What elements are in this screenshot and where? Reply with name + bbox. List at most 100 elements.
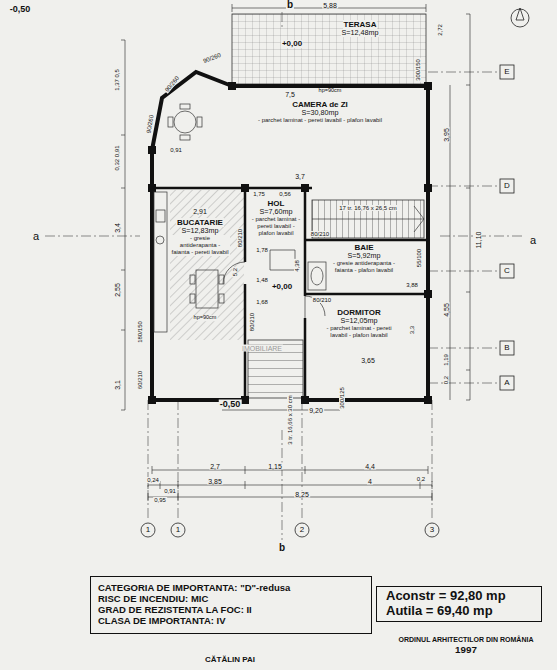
room-text: S=5,92mp [347,252,382,260]
dimension-label: 3,65 [360,357,376,364]
dimension-label: 9,20 [308,407,324,414]
room-text: S=12,48mp [341,29,380,37]
dimension-label: 3 [429,526,435,534]
room-text: Autila = 69,40 mp [385,604,494,619]
dimension-label: 3,7 [294,173,306,180]
dimension-label: 2,72 [437,23,443,37]
dimension-label: 1,75 [252,191,266,197]
bathroom-room: BAIES=5,92mp- gresie antiderapanta - fai… [328,243,400,287]
dimension-label: 3,88 [405,282,419,288]
bedroom-room: DORMITORS=12,05mp- parchet laminat - per… [318,308,400,352]
room-text: S=30,80mp [301,109,340,117]
dimension-label: hp=90cm [193,315,218,321]
dimension-label: 1 [145,526,151,534]
room-text: S=7,60mp [259,208,294,216]
dimension-label: 5,88 [322,2,338,9]
room-text: S=12,83mp [181,227,220,235]
dimension-label: 2,55 [114,282,121,298]
dimension-label: 4 [367,478,373,485]
dimension-label: 3,4 [114,222,121,234]
room-name: CAMERA de ZI [291,100,349,109]
kitchen-room: BUCATARIES=12,83mp- gresie antiderapanta… [170,218,230,266]
room-name: DORMITOR [336,308,381,317]
dimension-label: +0,00 [271,283,293,291]
dimension-label: IMOBILIARE [241,345,283,352]
dimension-label: 0,24 [146,477,160,483]
room-text: CLASA DE IMPORTANTA: IV [97,616,227,627]
dimension-label: 4,55 [443,302,450,318]
room-name: BAIE [353,243,374,252]
dimension-label: 3,1 [114,379,121,391]
dimension-label: 180/150 [137,320,143,344]
dimension-label: a [32,231,40,242]
dimension-label: -0,50 [219,400,242,409]
dimension-label: B [503,344,510,352]
dimension-label: 2,7 [209,463,221,470]
dimension-label: 80/210 [310,231,330,237]
dimension-label: 0,32 0,91 [114,144,120,171]
dimension-label: 1,19 [443,353,449,367]
dimension-label: 90/260 [201,51,222,64]
dimension-label: 80/210 [312,297,332,303]
dimension-label: -0,50 [9,5,32,14]
dimension-label: +0,00 [281,40,303,48]
room-text: RISC DE INCENDIU: MIC [97,594,209,605]
dimension-label: 3 tr. 16,66 x 30 cm [287,394,293,445]
room-name: Aconstr = 92,80 mp [385,589,507,604]
dimension-label: 0,95 [153,497,167,503]
dimension-label: 2,91 [192,208,208,215]
dimension-label: 0,56 [278,191,292,197]
dimension-label: 0,91 [163,488,177,494]
dimension-label: 4,4 [364,463,376,470]
room-text: - gresie antiderapanta - faianta - plafo… [328,260,400,274]
room-text: - parchet laminat - pereti lavabil - pla… [318,325,400,339]
dimension-label: 90/260 [145,113,154,134]
dimension-label: D [503,182,511,190]
room-name: HOL [267,199,286,208]
dimension-label: 1,37 0,5 [114,68,120,92]
dimension-label: 5,2 [232,267,238,277]
dimension-label: 1,48 [255,277,269,283]
dimension-label: 7,5 [284,91,296,98]
dimension-label: 60/210 [137,370,143,390]
dimension-label: A [503,379,510,387]
dimension-label: 0,2 [416,476,426,482]
room-name: CATEGORIA DE IMPORTANTA: "D"-redusa [97,583,291,594]
dimension-label: 80/210 [249,312,255,332]
dimension-label: hp=90cm [318,88,343,94]
room-text: 1997 [454,644,478,655]
dimension-label: b [286,0,294,10]
dimension-label: 3,95 [443,127,450,143]
room-text: - gresie antiderapanta - faianta - peret… [170,235,230,256]
dimension-label: a [529,235,537,246]
room-name: TERASA [343,20,378,29]
dimension-label: b [278,543,286,553]
dimension-label: 17 tr. 16,76 x 26,5 cm [338,205,398,211]
dimension-label: 2 [299,526,305,534]
dimension-label: 1,15 [267,463,283,470]
dimension-label: 55/100 [416,248,422,268]
dimension-label: 3,85 [207,478,223,485]
dimension-label: 80/210 [237,228,243,248]
room-text: - parchet laminat - pereti lavabil - pla… [249,216,303,237]
title-block: CATEGORIA DE IMPORTANTA: "D"-redusaRISC … [90,576,372,634]
dimension-label: 1 [175,526,181,534]
dimension-label: 3,3 [409,325,415,335]
dimension-label: C [503,267,511,275]
architect-stamp: ORDINUL ARHITECTILOR DIN ROMÂNIA1997 [386,626,546,666]
room-name: ORDINUL ARHITECTILOR DIN ROMÂNIA [398,636,535,644]
dimension-label: 11,10 [475,231,482,250]
area-box: Aconstr = 92,80 mpAutila = 69,40 mp [376,586,542,622]
living-room: CAMERA de ZIS=30,80mp- parchet laminat -… [250,100,390,162]
dimension-label: 0,2 [443,375,449,385]
room-name: BUCATARIE [176,218,224,227]
dimension-label: 0,91 [169,147,183,153]
dimension-label: E [503,68,510,76]
dimension-label: 1,68 [255,299,269,305]
dimension-label: 8,25 [294,491,310,498]
dimension-label: 4,38 [294,259,300,273]
dimension-label: 300/125 [339,386,345,410]
hall-room: HOLS=7,60mp- parchet laminat - pereti la… [249,199,303,243]
dimension-label: 1,78 [255,247,269,253]
